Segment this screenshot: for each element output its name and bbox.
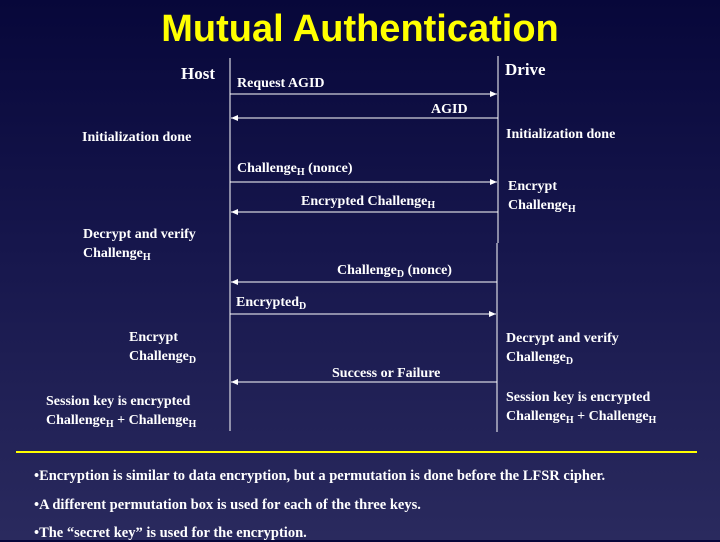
host-note-init: Initialization done — [82, 130, 192, 145]
drive-note-init: Initialization done — [506, 127, 616, 142]
msg-encrypted-challenge-h: Encrypted ChallengeH — [301, 194, 436, 211]
bullet-item: •Encryption is similar to data encryptio… — [34, 468, 606, 484]
msg-request-agid: Request AGID — [237, 76, 325, 91]
bullet-item: •A different permutation box is used for… — [34, 497, 421, 513]
msg-encrypted-d: EncryptedD — [236, 295, 307, 312]
msg-challenge-d: ChallengeD (nonce) — [337, 263, 452, 280]
msg-agid: AGID — [431, 102, 468, 117]
msg-challenge-h: ChallengeH (nonce) — [237, 161, 353, 178]
bullet-item: •The “secret key” is used for the encryp… — [34, 525, 307, 541]
slide-title: Mutual Authentication — [161, 8, 559, 50]
host-label: Host — [181, 64, 215, 83]
drive-label: Drive — [505, 60, 546, 79]
msg-success-failure: Success or Failure — [332, 366, 441, 381]
